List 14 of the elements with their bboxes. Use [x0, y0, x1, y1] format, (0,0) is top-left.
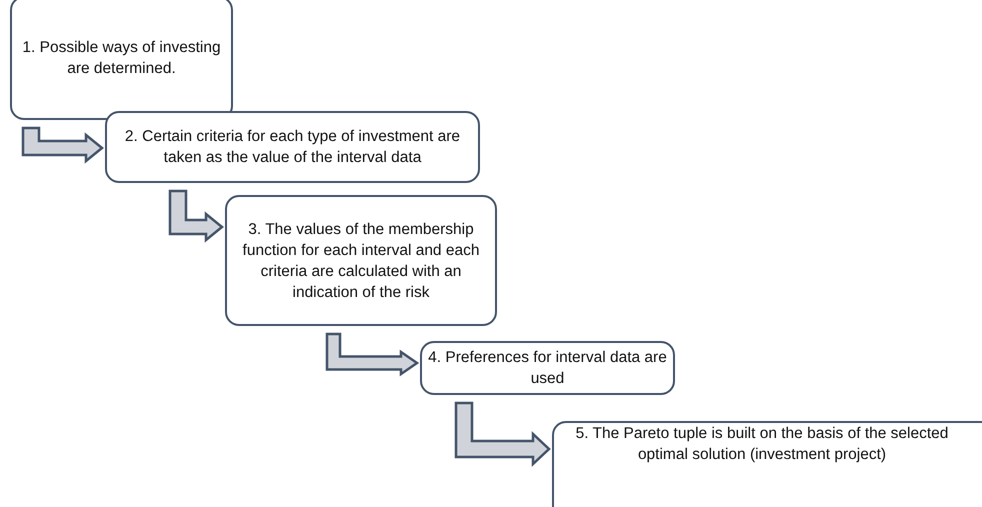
step-text: 1. Possible ways of investing are determined. [21, 38, 222, 79]
process-box [225, 195, 497, 326]
process-box [552, 421, 982, 507]
process-box [10, 0, 233, 120]
bent-arrow [454, 402, 551, 467]
bent-arrow [326, 332, 420, 376]
bent-arrow [168, 190, 224, 243]
step-text: 2. Certain criteria for each type of investment are taken as the value of the interval data [124, 127, 462, 168]
step-text: 4. Preferences for interval data are used [428, 348, 667, 389]
step-text: 5. The Pareto tuple is built on the basis of the selected optimal solution (investment project) [574, 424, 950, 465]
step-text: 3. The values of the membership function for each interval and each criteria are calculated with an indication of the risk [242, 220, 480, 302]
process-box [105, 111, 480, 183]
bent-arrow [22, 126, 104, 164]
process-box [420, 341, 675, 395]
